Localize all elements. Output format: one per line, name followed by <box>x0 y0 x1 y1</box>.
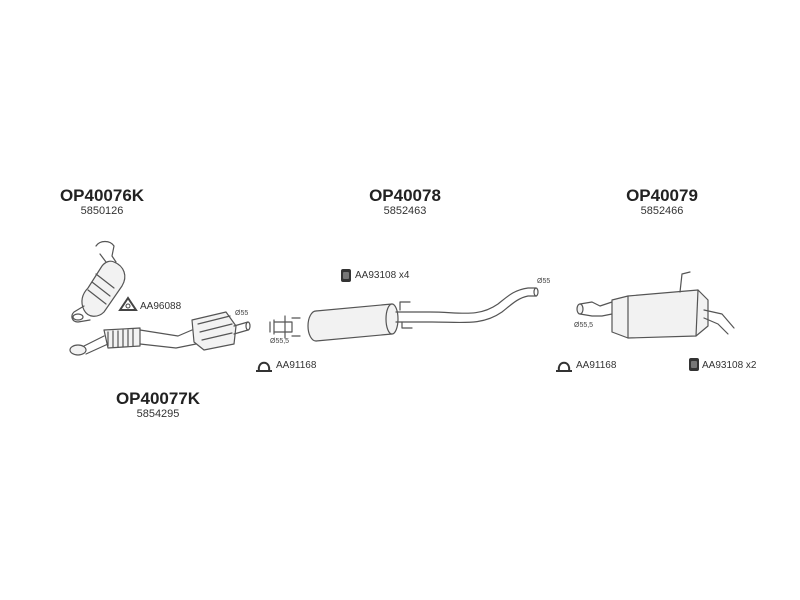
part-code-front-pipe: OP40077K <box>115 389 201 408</box>
middle-silencer <box>269 287 539 342</box>
dimension-label: Ø55,5 <box>574 322 594 329</box>
dimension-label: Ø55,5 <box>270 338 290 345</box>
rear-silencer <box>576 271 735 339</box>
part-number-middle-silencer: 5852463 <box>383 205 427 217</box>
clamp-icon <box>256 361 272 372</box>
accessory-label-mount-rear: AA93108 x2 <box>702 360 757 371</box>
accessory-label-mount-middle: AA93108 x4 <box>355 270 410 281</box>
front-catalytic-converter <box>71 240 126 323</box>
rubber-mount-icon <box>341 269 351 282</box>
dimension-label: Ø55 <box>235 310 249 317</box>
accessory-icons <box>118 269 699 372</box>
part-number-front-pipe: 5854295 <box>136 408 180 420</box>
accessory-label-clamp-middle: AA91168 <box>276 360 317 371</box>
dimension-label: Ø55 <box>537 278 551 285</box>
part-code-rear-silencer: OP40079 <box>626 186 698 205</box>
part-code-middle-silencer: OP40078 <box>369 186 441 205</box>
clamp-icon <box>556 361 572 372</box>
gasket-icon <box>118 296 138 311</box>
front-pipe-with-catalyst <box>69 311 251 356</box>
accessory-label-gasket: AA96088 <box>140 301 182 312</box>
part-number-rear-silencer: 5852466 <box>640 205 684 217</box>
part-number-front-cat: 5850126 <box>80 205 124 217</box>
part-code-front-cat: OP40076K <box>59 186 145 205</box>
accessory-label-clamp-rear: AA91168 <box>576 360 617 371</box>
rubber-mount-icon <box>689 358 699 371</box>
